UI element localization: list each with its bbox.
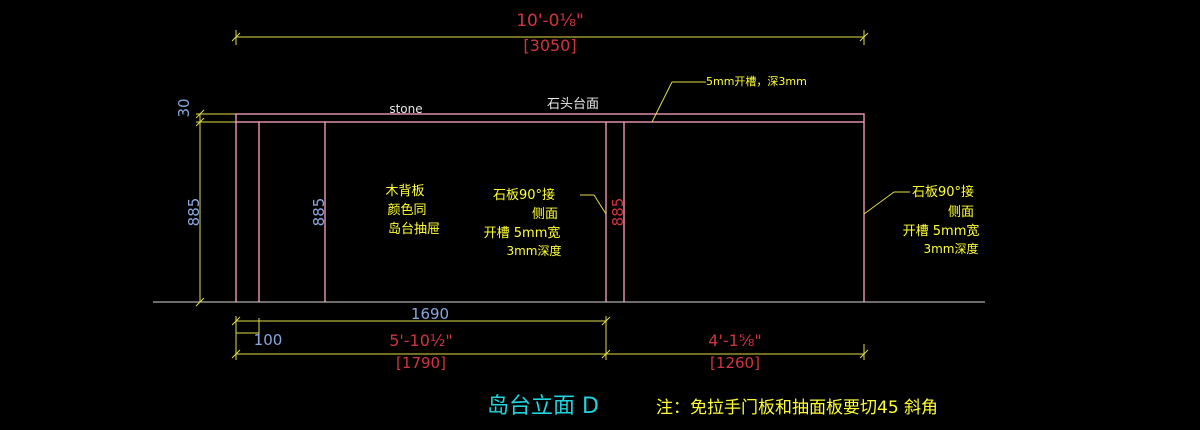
left-tick-top [195, 109, 205, 119]
wood-back-line-3: 岛台抽屉 [388, 221, 440, 237]
mid-note-line-4: 3mm深度 [506, 243, 561, 258]
bottom-dimensions: 1690 100 5'-10½" [1790] 4'-1⅝" [1260] [231, 305, 869, 372]
groove-leader [651, 81, 673, 123]
right-note-line-1: 石板90°接 [912, 184, 974, 200]
cabinet-outline [153, 122, 985, 303]
overall-metric-label: [3050] [523, 36, 576, 55]
wood-back-line-1: 木背板 [385, 184, 424, 199]
mid-note-line-2: 侧面 [532, 207, 558, 222]
chain-tick-left [231, 349, 241, 359]
mid-note-leader-tail [593, 194, 607, 215]
top-thickness-label: 30 [175, 98, 193, 117]
right-note-line-4: 3mm深度 [923, 241, 978, 256]
height-mid-label: 885 [310, 198, 328, 227]
stone-label: stone [389, 102, 422, 116]
stone-top-label: 石头台面 [547, 97, 599, 112]
right-metric-label: [1260] [710, 354, 760, 372]
left-imperial-label: 5'-10½" [389, 331, 453, 350]
overall-tick-left [231, 32, 241, 42]
wood-back-line-2: 颜色同 [387, 202, 426, 218]
left-height-dimensions: 30 885 885 885 [175, 98, 627, 307]
left-metric-label: [1790] [396, 354, 446, 372]
span-1690-label: 1690 [411, 305, 449, 323]
left-tick-mid [195, 117, 205, 127]
chain-tick-right [859, 349, 869, 359]
groove-top-label: 5mm开槽，深3mm [706, 75, 807, 88]
right-imperial-label: 4'-1⅝" [708, 331, 761, 350]
overall-tick-right [859, 32, 869, 42]
drawing-note: 注：免拉手门板和抽面板要切45 斜角 [656, 398, 938, 418]
height-left-label: 885 [185, 198, 203, 227]
height-right-label: 885 [609, 198, 627, 227]
mid-note-line-1: 石板90°接 [493, 187, 555, 203]
chain-tick-mid [601, 349, 611, 359]
right-panel-note: 石板90°接 侧面 开槽 5mm宽 3mm深度 [863, 184, 980, 256]
mid-note-line-3: 开槽 5mm宽 [484, 225, 561, 241]
right-note-line-3: 开槽 5mm宽 [903, 223, 980, 239]
right-note-line-2: 侧面 [948, 205, 974, 220]
span-100-label: 100 [254, 331, 283, 349]
drawing-title: 岛台立面 D [487, 394, 599, 419]
mid-panel-note: 石板90°接 侧面 开槽 5mm宽 3mm深度 [484, 187, 607, 258]
countertop-slab [235, 113, 865, 123]
right-note-leader [863, 191, 895, 215]
wood-back-note: 木背板 颜色同 岛台抽屉 [385, 184, 440, 237]
left-tick-bottom [195, 297, 205, 307]
overall-imperial-label: 10'-0⅛" [516, 11, 584, 31]
overall-dimension: 10'-0⅛" [3050] [231, 11, 869, 55]
stone-countertop: stone 石头台面 5mm开槽，深3mm [235, 75, 865, 123]
